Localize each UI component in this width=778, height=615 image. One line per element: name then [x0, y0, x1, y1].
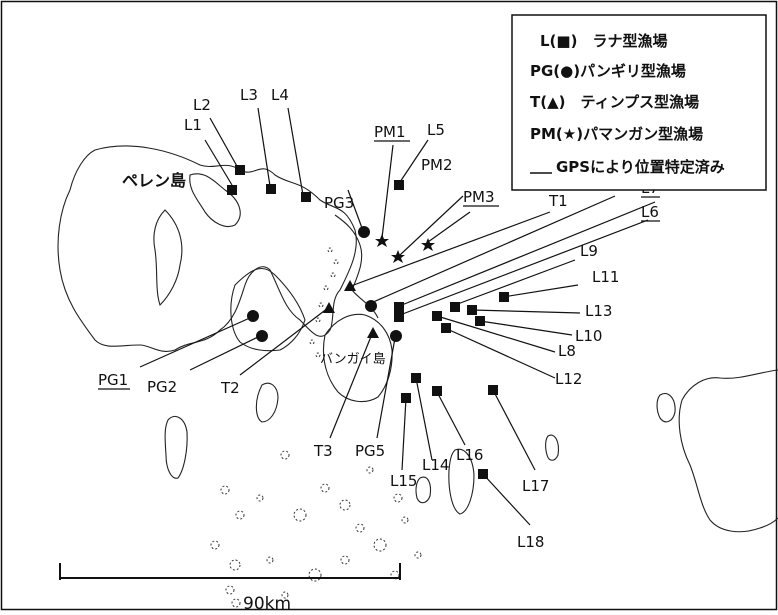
scale-bar: 90km [59, 563, 401, 614]
southwest-islet [164, 415, 188, 479]
site-label: T2 [220, 379, 240, 397]
legend-row-timpusu: T(▲) ティンプス型漁場 [530, 93, 699, 111]
site-label: L15 [390, 472, 417, 490]
site-L6-marker [394, 312, 404, 322]
south-small-islet [415, 476, 432, 504]
peleng-north-coast [189, 173, 241, 228]
site-PM3-marker [421, 238, 435, 251]
site-L16-marker [432, 386, 442, 396]
site-L1-marker [227, 185, 237, 195]
site-T2-marker [323, 302, 335, 313]
site-L10-marker [475, 316, 485, 326]
site-label: PG5 [355, 442, 385, 460]
site-label: PM1 [374, 123, 406, 141]
east-landmass-coast [678, 369, 778, 533]
site-label: L2 [193, 96, 211, 114]
site-label: L16 [456, 446, 483, 464]
east-islet-2 [545, 434, 559, 461]
site-label: L11 [592, 268, 619, 286]
site-label: L17 [522, 477, 549, 495]
legend-row-gps: GPSにより位置特定済み [556, 158, 725, 176]
site-L2-marker [235, 165, 245, 175]
site-L3-marker [266, 184, 276, 194]
site-L18-marker [478, 469, 488, 479]
site-label: L5 [427, 121, 445, 139]
site-label: L8 [558, 342, 576, 360]
site-label: PG1 [98, 371, 128, 389]
site-label: L14 [422, 456, 449, 474]
peleng-south-coast [230, 267, 306, 352]
site-label: T1 [548, 192, 568, 210]
reef-islets [210, 247, 422, 599]
site-label: PG2 [147, 378, 177, 396]
site-label: L1 [184, 116, 202, 134]
site-L14-marker [411, 373, 421, 383]
site-L8-marker [432, 311, 442, 321]
legend: L(■) ラナ型漁場 PG(●)パンギリ型漁場 T(▲) ティンプス型漁場 PM… [511, 14, 767, 191]
legend-row-lana: L(■) ラナ型漁場 [540, 32, 667, 50]
site-label: L12 [555, 370, 582, 388]
site-PG2-marker [256, 330, 268, 342]
site-label: L10 [575, 327, 602, 345]
gps-underlines [98, 140, 660, 390]
peleng-bay-coast [153, 209, 183, 307]
site-label: PM2 [421, 156, 453, 174]
site-L7-marker [394, 302, 404, 312]
site-L11-marker [499, 292, 509, 302]
site-T1-marker [344, 280, 356, 291]
site-PG1-marker [247, 310, 259, 322]
site-PG4-marker [365, 300, 377, 312]
peleng-island-coast [57, 145, 357, 352]
banggai-island-coast [322, 313, 393, 403]
site-L9-marker [450, 302, 460, 312]
site-L5-marker [394, 180, 404, 190]
leader-lines [139, 107, 656, 526]
site-L13-marker [467, 305, 477, 315]
banggai-island-label: バンガイ島 [320, 352, 386, 367]
site-markers [227, 165, 509, 479]
site-label: L18 [517, 533, 544, 551]
site-label: T3 [313, 442, 333, 460]
site-label: PM3 [463, 188, 495, 206]
east-islet [656, 393, 676, 423]
peleng-island-label: ペレン島 [122, 171, 186, 190]
northeast-coast [334, 214, 379, 319]
scale-bar-islet [231, 598, 241, 608]
site-L17-marker [488, 385, 498, 395]
site-T3-marker [367, 327, 379, 338]
southeast-islet [448, 448, 475, 515]
site-label: L3 [240, 86, 258, 104]
south-islet [255, 382, 279, 423]
site-L15-marker [401, 393, 411, 403]
site-labels: L1 L2 L3 L4 L5 L6 L7 L8 L9 L10 L11 L12 L… [98, 86, 659, 551]
legend-row-pangiri: PG(●)パンギリ型漁場 [530, 62, 686, 80]
site-label: L4 [271, 86, 289, 104]
site-label: L13 [585, 302, 612, 320]
scale-bar-label: 90km [243, 594, 291, 611]
legend-row-pamangan: PM(★)パマンガン型漁場 [530, 125, 703, 143]
legend-box [511, 14, 767, 191]
site-PM1-marker [375, 234, 389, 247]
site-PG3-marker [358, 226, 370, 238]
site-label: L9 [580, 242, 598, 260]
site-label: L6 [641, 203, 659, 221]
site-label: PG3 [324, 194, 354, 212]
site-PM2-marker [391, 250, 405, 263]
site-L12-marker [441, 323, 451, 333]
site-L4-marker [301, 192, 311, 202]
site-PG5-marker [390, 330, 402, 342]
